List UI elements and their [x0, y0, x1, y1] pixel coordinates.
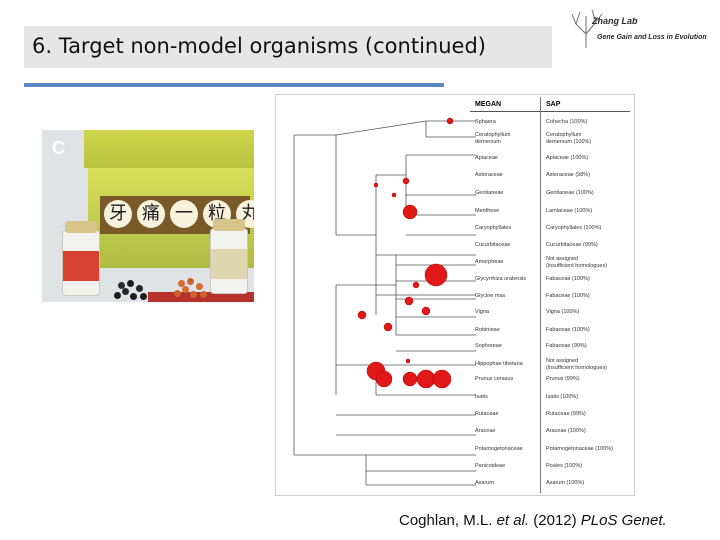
sap-label: Vigna (100%) [546, 309, 579, 315]
sap-label: Apiaceae (100%) [546, 155, 588, 161]
megan-label: Cucurbitaceae [475, 242, 510, 248]
logo-name: Zhang Lab [592, 16, 638, 26]
sap-column-header: SAP [546, 101, 560, 108]
megan-label: Ceratophyllum [475, 132, 510, 138]
sap-label: Asarum (100%) [546, 480, 584, 486]
sap-label: Cohecha (100%) [546, 119, 587, 125]
zhang-lab-logo: Zhang Lab Gene Gain and Loss in Evolutio… [566, 4, 718, 50]
citation-journal: PLoS Genet. [581, 512, 667, 529]
citation-year: (2012) [529, 512, 581, 529]
megan-label: Menthese [475, 208, 499, 214]
phylogenetic-tree-figure: MEGAN SAP Sphaera Cohecha (100%) Ceratop… [275, 94, 635, 496]
sap-label: Fabaceae (100%) [546, 276, 590, 282]
megan-label: Glycine max [475, 293, 505, 299]
sap-label: Not assigned [546, 256, 578, 262]
megan-label: Apiaceae [475, 155, 498, 161]
panel-letter: C [52, 138, 65, 159]
megan-label: Potamogetonaceae [475, 446, 523, 452]
pill-jar-right [210, 228, 248, 294]
jar-cap [213, 219, 245, 231]
megan-label: Robinieae [475, 327, 500, 333]
megan-label: Araceae [475, 428, 496, 434]
pill-jar-left [62, 230, 100, 296]
megan-label: Panicoideae [475, 463, 505, 469]
sap-label: (insufficient homologues) [546, 263, 607, 269]
sap-label: Ceratophyllum [546, 132, 581, 138]
sap-label: Potamogetonaceae (100%) [546, 446, 613, 452]
header-divider [470, 111, 630, 112]
sap-label: Araceae (100%) [546, 428, 586, 434]
logo-tagline: Gene Gain and Loss in Evolution [597, 34, 707, 41]
sap-label: Asteraceae (98%) [546, 172, 590, 178]
sap-label: Isatis (100%) [546, 394, 578, 400]
megan-label: Sophoreae [475, 343, 502, 349]
megan-label: Vigna [475, 309, 489, 315]
box-character: 一 [170, 200, 198, 228]
title-underline [24, 83, 444, 87]
megan-label: demersum [475, 139, 501, 145]
citation: Coghlan, M.L. et al. (2012) PLoS Genet. [399, 512, 667, 529]
megan-label: Prunus cerasus [475, 376, 513, 382]
jar-label [211, 249, 247, 279]
sap-label: Lamiaceae (100%) [546, 208, 592, 214]
megan-label: Gentianeae [475, 190, 503, 196]
citation-et-al: et al. [497, 512, 530, 529]
megan-label: Sphaera [475, 119, 496, 125]
sap-label: Prunus (99%) [546, 376, 580, 382]
sap-label: Cucurbitaceae (99%) [546, 242, 598, 248]
megan-label: Isatis [475, 394, 488, 400]
title-box: 6. Target non-model organisms (continued… [24, 26, 552, 68]
column-divider [540, 97, 541, 493]
product-photo: 牙 痛 一 粒 丸 C [42, 130, 254, 302]
box-character: 痛 [137, 200, 165, 228]
sap-label: (insufficient homologues) [546, 365, 607, 371]
megan-label: Amorpheae [475, 259, 503, 265]
megan-label: Hippophae tibetana [475, 361, 523, 367]
citation-authors: Coghlan, M.L. [399, 512, 497, 529]
medicine-box-top [84, 130, 254, 168]
sap-label: Not assigned [546, 358, 578, 364]
sap-label: Rutaceae (99%) [546, 411, 586, 417]
sap-label: Caryophyllales (100%) [546, 225, 601, 231]
box-character: 牙 [104, 200, 132, 228]
megan-label: Asteraceae [475, 172, 503, 178]
sap-label: Poales (100%) [546, 463, 582, 469]
megan-label: Rutaceae [475, 411, 499, 417]
tree-logo-icon [566, 4, 606, 50]
megan-label: Glycyrrhiza uralensis [475, 276, 526, 282]
megan-column-header: MEGAN [475, 101, 501, 108]
megan-label: Asarum [475, 480, 494, 486]
sap-label: demersum (100%) [546, 139, 591, 145]
megan-label: Caryophyllales [475, 225, 511, 231]
sap-label: Fabaceae (100%) [546, 327, 590, 333]
sap-label: Fabaceae (100%) [546, 293, 590, 299]
sap-label: Gentianeae (100%) [546, 190, 594, 196]
jar-label [63, 251, 99, 281]
slide-title: 6. Target non-model organisms (continued… [32, 34, 486, 58]
jar-cap [65, 221, 97, 233]
sap-label: Fabaceae (99%) [546, 343, 587, 349]
